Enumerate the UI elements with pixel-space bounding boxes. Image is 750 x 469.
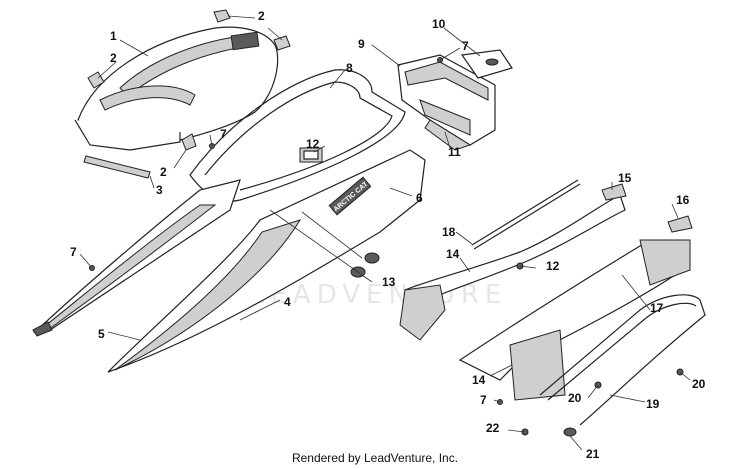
callout-11: 11 [448,145,461,159]
callout-14-b: 14 [472,373,486,387]
callout-3: 3 [156,183,163,197]
callout-2-a: 2 [258,9,265,23]
callout-7-a: 7 [220,127,227,141]
clip-part-2-d[interactable] [181,133,197,151]
clip-part-2-b[interactable] [273,35,291,51]
callout-8: 8 [346,61,353,75]
callout-9: 9 [358,37,365,51]
tunnel-panel-part-4[interactable]: ARCTIC CAT [107,149,426,373]
decal-part-16[interactable] [667,215,693,233]
bumper-rod-part-19[interactable] [539,294,706,426]
trim-strip-part-18[interactable] [471,179,581,250]
callout-17: 17 [650,301,664,315]
callout-20-a: 20 [568,391,582,405]
callouts: 1 2 2 2 3 7 8 9 10 7 11 12 6 13 4 5 7 18… [70,9,706,461]
callout-21: 21 [586,447,600,461]
callout-5: 5 [98,327,105,341]
clip-part-2-a[interactable] [213,9,231,23]
tunnel-side-part-5[interactable] [32,179,241,337]
callout-2-c: 2 [160,165,167,179]
callout-10: 10 [432,17,446,31]
grab-handle-part-8[interactable] [189,69,406,202]
callout-15: 15 [618,171,632,185]
callout-18: 18 [442,225,456,239]
rear-flap-part-17[interactable] [458,239,691,401]
callout-20-b: 20 [692,377,706,391]
callout-4: 4 [284,295,291,309]
callout-13: 13 [382,275,396,289]
lens-part-10[interactable] [460,49,513,79]
grommet-part-12-a[interactable] [299,147,323,163]
callout-22: 22 [486,421,500,435]
callout-12-a: 12 [306,137,320,151]
strip-part-3[interactable] [83,155,151,179]
render-credit: Rendered by LeadVenture, Inc. [291,451,459,465]
seat-cover-part-1[interactable] [74,26,279,151]
callout-6: 6 [416,191,423,205]
callout-2-b: 2 [110,51,117,65]
leader-lines [79,15,691,451]
callout-7-b: 7 [462,39,469,53]
callout-7-c: 7 [70,245,77,259]
callout-19: 19 [646,397,660,411]
callout-16: 16 [676,193,690,207]
decal-part-15[interactable] [601,183,627,201]
bumper-arm-part-14[interactable] [399,194,626,341]
bracket-part-11[interactable] [424,119,472,151]
taillight-housing-part-9[interactable] [397,54,496,146]
callout-14-a: 14 [446,247,460,261]
callout-7-d: 7 [480,393,487,407]
plug-part-13[interactable] [350,252,380,278]
nut-part-21[interactable] [563,427,577,437]
callout-12-b: 12 [546,259,560,273]
callout-1: 1 [110,29,117,43]
